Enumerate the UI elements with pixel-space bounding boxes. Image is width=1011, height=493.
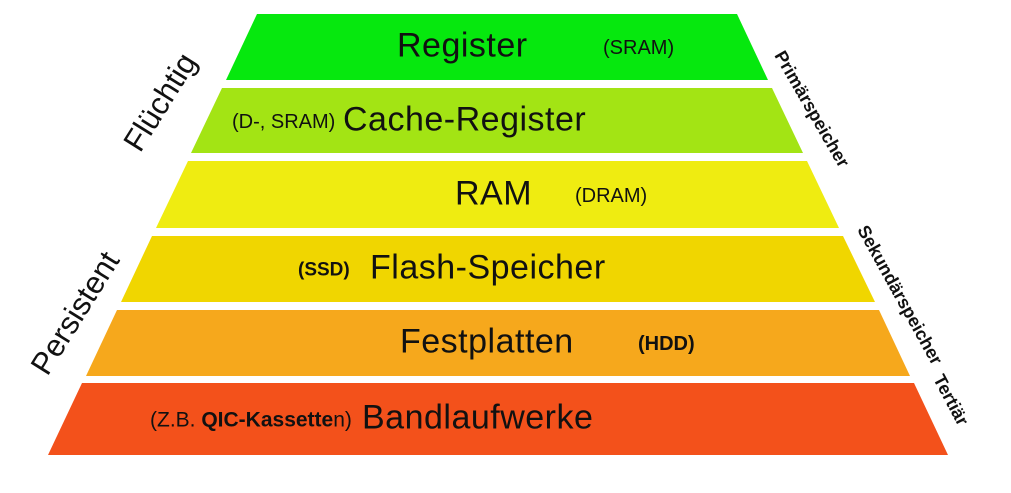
level-label-flash-speicher: Flash-Speicher [370, 248, 606, 287]
level-label-festplatten: Festplatten [400, 322, 574, 361]
pyramid-level-flash-speicher: (SSD) Flash-Speicher [121, 236, 875, 302]
level-sublabel-sram: (SRAM) [603, 36, 675, 59]
level-label-ram: RAM [455, 174, 533, 213]
pyramid-level-cache-register: (D-, SRAM) Cache-Register [191, 88, 803, 153]
pyramid-level-register: Register (SRAM) [226, 14, 768, 80]
sublabel-bold-part: QIC-Kassette [201, 408, 334, 432]
pyramid-level-ram: RAM (DRAM) [156, 161, 839, 228]
level-sublabel-hdd: (HDD) [638, 332, 695, 355]
level-sublabel-ssd: (SSD) [298, 259, 350, 281]
pyramid-level-bandlaufwerke: (Z.B. QIC-Kassetten) Bandlaufwerke [48, 383, 948, 455]
sublabel-prefix: (Z.B. [150, 408, 202, 432]
side-label-tertiaer: Tertiär [929, 371, 973, 429]
sublabel-suffix: n) [333, 408, 352, 432]
level-sublabel-qic-kassetten: (Z.B. QIC-Kassetten) [150, 409, 352, 430]
level-label-bandlaufwerke: Bandlaufwerke [362, 398, 594, 437]
side-label-fluechtig: Flüchtig [116, 46, 204, 158]
level-sublabel-d-sram: (D-, SRAM) [232, 110, 336, 133]
level-label-cache-register: Cache-Register [343, 100, 587, 139]
level-label-register: Register [397, 26, 528, 65]
level-sublabel-dram: (DRAM) [575, 184, 648, 207]
pyramid-level-festplatten: Festplatten (HDD) [86, 310, 910, 376]
